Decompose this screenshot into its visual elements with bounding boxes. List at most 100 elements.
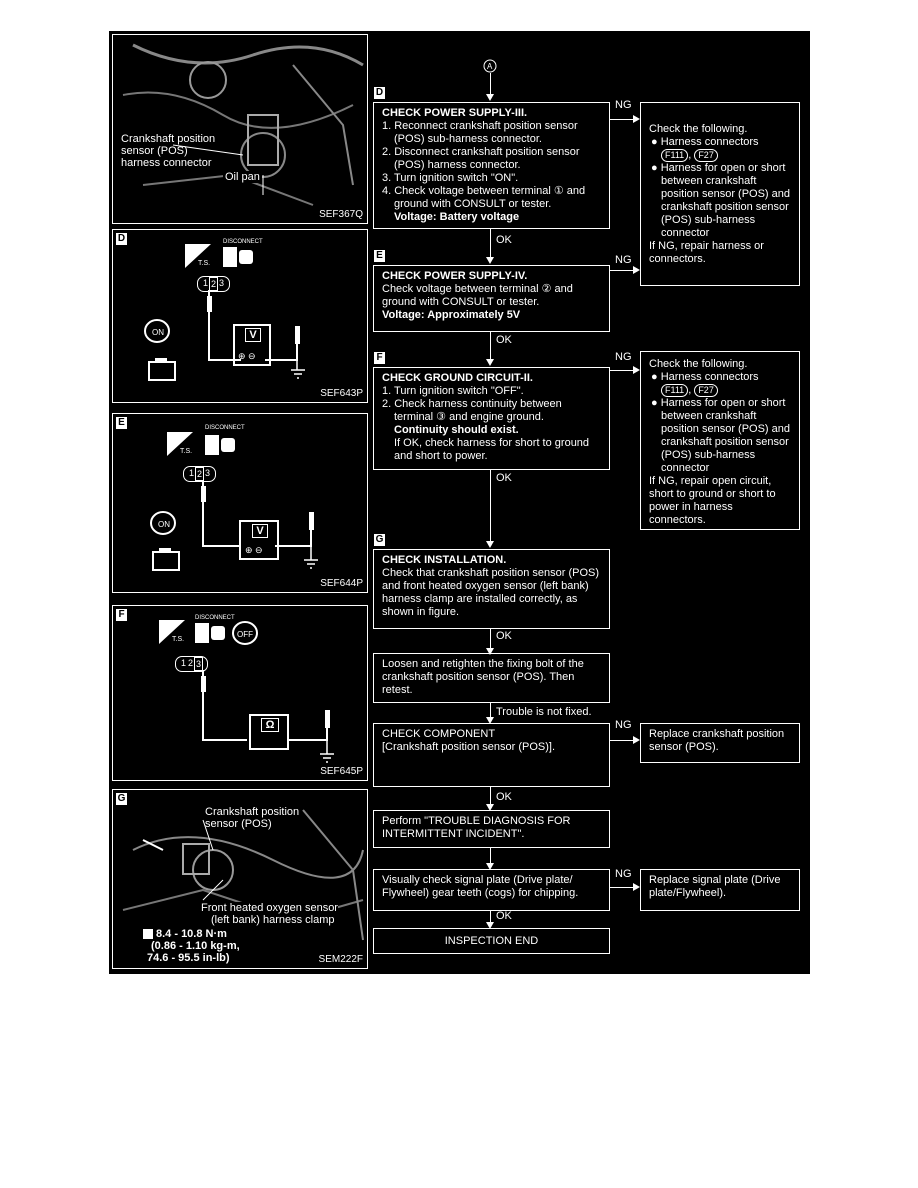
ng-label: NG [615, 868, 632, 880]
visual-check-signal-plate: Visually check signal plate (Drive plate… [373, 869, 610, 911]
ok-label: OK [496, 791, 512, 803]
svg-text:ON: ON [152, 328, 164, 337]
start-marker: A [483, 59, 497, 73]
figure-d-voltage-check: D T.S. DISCONNECT 1 2 3 ON V ⊕ ⊖ SEF643P [112, 229, 368, 403]
ignition-on-icon: ON [150, 511, 176, 535]
arrow-right [633, 115, 640, 123]
connector [490, 73, 491, 97]
callout-sensor-connector: Crankshaft position sensor (POS) harness… [121, 133, 216, 169]
arrow-down [486, 804, 494, 811]
arrow-right [633, 883, 640, 891]
step-title: CHECK POWER SUPPLY-III. [382, 107, 528, 119]
step-letter: G [374, 534, 385, 546]
torque-spec: 8.4 - 10.8 N·m (0.86 - 1.10 kg-m, 74.6 -… [143, 928, 240, 964]
voltmeter-wiring [207, 290, 305, 379]
figure-letter: E [116, 417, 127, 429]
connector [610, 270, 634, 271]
check-power-supply-iii: CHECK POWER SUPPLY-III. 1. Reconnect cra… [373, 102, 610, 229]
connector [610, 119, 634, 120]
svg-text:A: A [487, 62, 493, 71]
ng-label: NG [615, 254, 632, 266]
arrow-down [486, 717, 494, 724]
figure-g-installation: G Crankshaft position sensor (POS) Front… [112, 789, 368, 969]
connector [610, 370, 634, 371]
svg-text:T.S.: T.S. [198, 260, 210, 267]
connector-icon [223, 247, 253, 267]
figure-code: SEF367Q [319, 209, 363, 220]
connector [490, 332, 491, 362]
figure-e-voltage-check: E T.S. DISCONNECT 1 2 3 ON V ⊕ ⊖ SEF644P [112, 413, 368, 593]
disconnect-label: DISCONNECT [223, 239, 263, 245]
svg-text:T.S.: T.S. [180, 448, 192, 455]
check-component: CHECK COMPONENT [Crankshaft position sen… [373, 723, 610, 787]
perform-trouble-diagnosis: Perform "TROUBLE DIAGNOSIS FOR INTERMITT… [373, 810, 610, 848]
voltmeter: V ⊕ ⊖ [233, 324, 271, 366]
ohmmeter: Ω [249, 714, 289, 750]
figure-letter: G [116, 793, 127, 805]
connector [490, 470, 491, 544]
disconnect-label: DISCONNECT [195, 615, 235, 621]
inspection-end: INSPECTION END [373, 928, 610, 954]
figure-f-continuity-check: F T.S. DISCONNECT OFF 1 2 3 Ω SEF645P [112, 605, 368, 781]
torque-wrench-icon [143, 929, 153, 940]
check-installation: CHECK INSTALLATION. Check that crankshaf… [373, 549, 610, 629]
ok-label: OK [496, 234, 512, 246]
check-ground-circuit-ii: CHECK GROUND CIRCUIT-II. 1. Turn ignitio… [373, 367, 610, 470]
ok-label: OK [496, 334, 512, 346]
ng-label: NG [615, 99, 632, 111]
ohmmeter-wiring [201, 670, 334, 763]
ng-label: NG [615, 719, 632, 731]
arrow-down [486, 541, 494, 548]
arrow-right [633, 736, 640, 744]
connector [490, 911, 491, 925]
arrow-down [486, 922, 494, 929]
connector-chip: F27 [694, 384, 718, 397]
terminal-pins: 1 2 3 [197, 276, 231, 292]
connector-icon [205, 435, 235, 455]
arrow-right [633, 366, 640, 374]
connector [490, 229, 491, 259]
step-letter: F [374, 352, 385, 364]
ok-label: OK [496, 630, 512, 642]
svg-text:T.S.: T.S. [172, 636, 184, 643]
engine-icon [152, 548, 180, 571]
connector [490, 629, 491, 651]
terminal-pins: 1 2 3 [175, 656, 209, 672]
step-letter: E [374, 250, 385, 262]
connector [490, 848, 491, 866]
voltmeter-wiring [201, 480, 318, 569]
figure-letter: F [116, 609, 127, 621]
figure-crankshaft-sensor-location: Crankshaft position sensor (POS) harness… [112, 34, 368, 224]
arrow-down [486, 359, 494, 366]
figure-code: SEM222F [318, 954, 363, 965]
connector [490, 703, 491, 719]
step-title: CHECK GROUND CIRCUIT-II. [382, 372, 533, 384]
connector [610, 887, 634, 888]
ng-check-harness-1: Check the following. ● Harness connector… [640, 102, 800, 286]
loosen-retighten-step: Loosen and retighten the fixing bolt of … [373, 653, 610, 703]
ignition-off-icon: OFF [232, 621, 258, 645]
service-manual-page: Crankshaft position sensor (POS) harness… [109, 31, 810, 974]
check-power-supply-iv: CHECK POWER SUPPLY-IV. Check voltage bet… [373, 265, 610, 332]
ok-label: OK [496, 472, 512, 484]
arrow-down [486, 863, 494, 870]
ts-icon: T.S. [185, 244, 211, 268]
disconnect-label: DISCONNECT [205, 425, 245, 431]
figure-code: SEF643P [320, 388, 363, 399]
arrow-right [633, 266, 640, 274]
connector-chip: F111 [661, 384, 689, 397]
step-letter: D [374, 87, 385, 99]
figure-code: SEF644P [320, 578, 363, 589]
svg-text:OFF: OFF [237, 630, 253, 639]
connector-chip: F111 [661, 149, 689, 162]
arrow-down [486, 94, 494, 101]
spec: Voltage: Battery voltage [394, 211, 520, 223]
connector [490, 787, 491, 807]
ts-icon: T.S. [159, 620, 185, 644]
terminal-pins: 1 2 3 [183, 466, 217, 482]
voltmeter: V ⊕ ⊖ [239, 520, 279, 560]
figure-code: SEF645P [320, 766, 363, 777]
svg-text:ON: ON [158, 520, 170, 529]
replace-crankshaft-sensor: Replace crankshaft position sensor (POS)… [640, 723, 800, 763]
connector [610, 740, 634, 741]
